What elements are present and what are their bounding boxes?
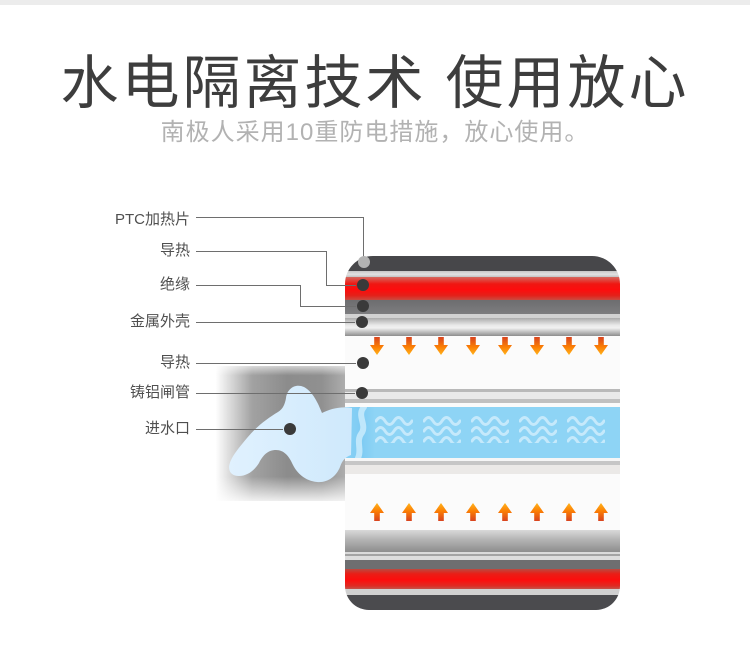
line-ptc-heater [196, 217, 364, 257]
layer-insulation-top [345, 300, 620, 314]
layer-metal-shell-top [345, 318, 620, 336]
page-subtitle: 南极人采用10重防电措施，放心使用。 [160, 119, 590, 146]
heat-arrows-up [370, 503, 608, 521]
page-title: 水电隔离技术 使用放心 [60, 51, 690, 116]
layer-tube-wall-top [345, 389, 620, 403]
dot-insulation [357, 300, 369, 312]
layer-water-channel [345, 407, 620, 458]
up-arrow-icon [498, 503, 512, 521]
wave-icon [567, 416, 605, 443]
layer-ptc-heater-top [345, 277, 620, 300]
label-heat-conduction-1: 导热 [159, 242, 190, 259]
wave-icon [375, 416, 413, 443]
layer-shell-bottom [345, 595, 620, 610]
layer-gap-6 [345, 552, 620, 560]
top-divider [0, 0, 750, 5]
layer-ptc-heater-bottom [345, 569, 620, 589]
label-metal-shell: 金属外壳 [129, 313, 190, 330]
down-arrow-icon [594, 337, 608, 355]
down-arrow-icon [498, 337, 512, 355]
down-arrow-icon [530, 337, 544, 355]
layer-gap-3 [345, 403, 620, 407]
dot-heat-conduction-2 [357, 357, 369, 369]
layer-tube-wall-bottom [345, 461, 620, 465]
label-insulation: 绝缘 [159, 276, 190, 293]
layer-gap-1 [345, 271, 620, 277]
dot-water-inlet [284, 423, 296, 435]
up-arrow-icon [370, 503, 384, 521]
wave-icon [519, 416, 557, 443]
dot-heat-conduction-1 [357, 279, 369, 291]
up-arrow-icon [594, 503, 608, 521]
layer-gap-7 [345, 589, 620, 595]
up-arrow-icon [530, 503, 544, 521]
dot-cast-aluminum-tube [356, 387, 368, 399]
label-ptc-heater: PTC加热片 [114, 211, 190, 228]
down-arrow-icon [562, 337, 576, 355]
wave-icon [423, 416, 461, 443]
heater-cross-section [345, 256, 620, 610]
line-insulation [196, 285, 356, 307]
water-waves [375, 415, 605, 443]
up-arrow-icon [562, 503, 576, 521]
layer-gap-5 [345, 465, 620, 474]
inlet-highlight [355, 407, 367, 458]
down-arrow-icon [466, 337, 480, 355]
label-heat-conduction-2: 导热 [159, 354, 190, 371]
heat-arrows-down [370, 337, 608, 355]
layer-gap-2 [345, 314, 620, 318]
layer-shell-top [345, 256, 620, 271]
down-arrow-icon [434, 337, 448, 355]
layer-insulation-bottom [345, 560, 620, 569]
down-arrow-icon [402, 337, 416, 355]
dot-ptc-heater [358, 256, 370, 268]
line-heat-conduction-1 [196, 251, 356, 286]
layer-gap-4 [345, 458, 620, 461]
label-water-inlet: 进水口 [144, 420, 190, 437]
down-arrow-icon [370, 337, 384, 355]
label-cast-aluminum-tube: 铸铝闸管 [129, 384, 190, 401]
up-arrow-icon [466, 503, 480, 521]
layer-metal-shell-bottom [345, 530, 620, 552]
layer-heat-zone-top [345, 336, 620, 389]
up-arrow-icon [402, 503, 416, 521]
wave-icon [471, 416, 509, 443]
dot-metal-shell [356, 316, 368, 328]
up-arrow-icon [434, 503, 448, 521]
water-inlet-illustration [216, 366, 352, 501]
layer-heat-zone-bottom [345, 474, 620, 530]
